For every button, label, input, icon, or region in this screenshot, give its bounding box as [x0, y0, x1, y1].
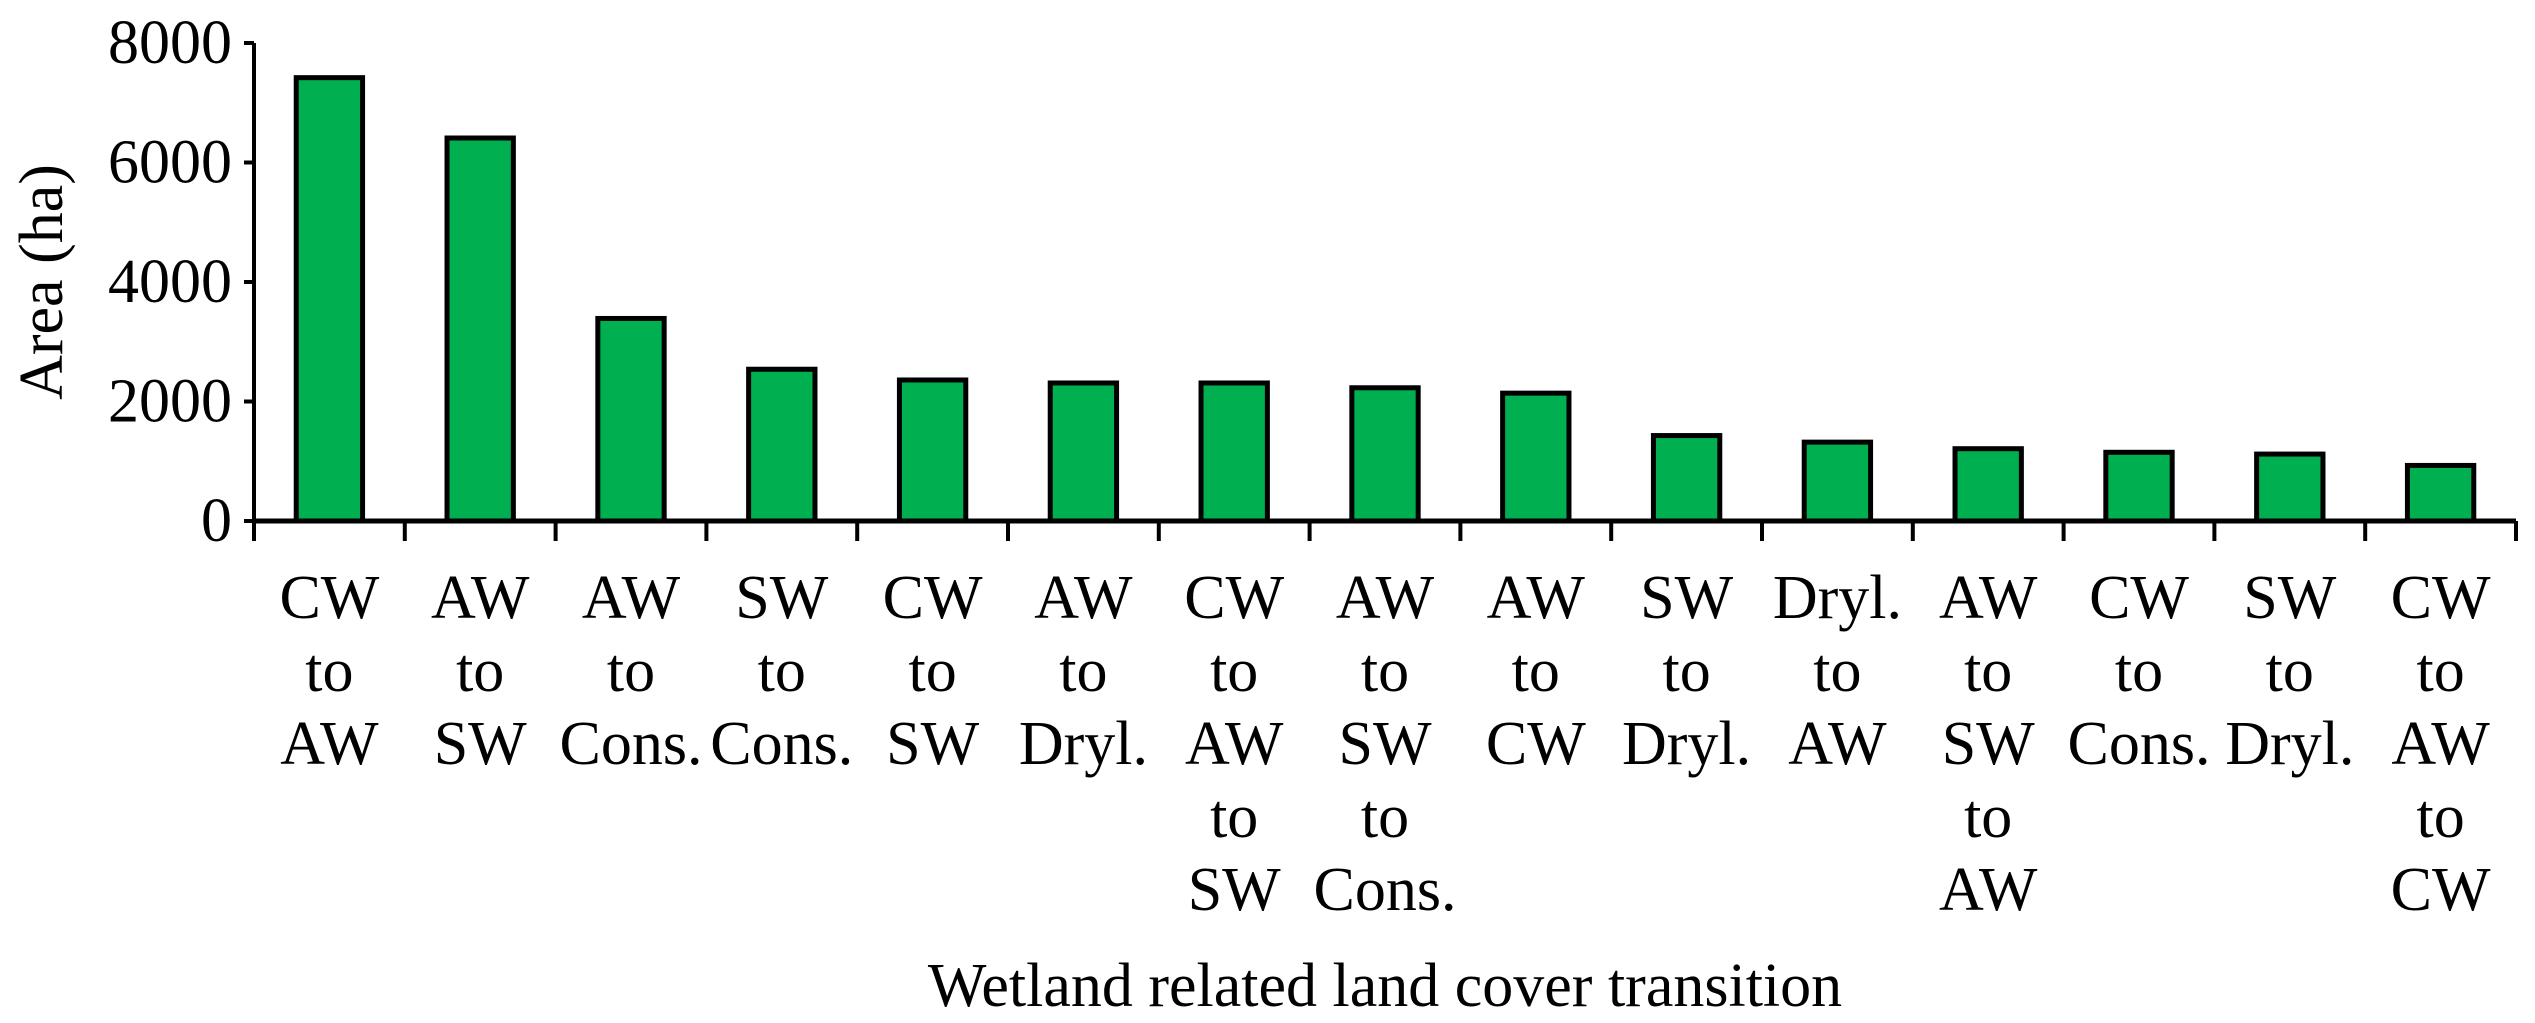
x-tick-label-line: to — [1210, 783, 1258, 851]
bars-group — [293, 75, 2477, 524]
x-tick-label-line: Cons. — [560, 710, 703, 778]
x-tick-label-line: AW — [1487, 564, 1586, 632]
x-tick-label-line: CW — [1486, 710, 1586, 778]
x-tick-label-line: Dryl. — [1019, 710, 1148, 778]
bar — [2254, 451, 2326, 524]
y-tick-label: 0 — [201, 487, 232, 555]
x-tick-label-line: to — [1361, 637, 1409, 705]
bar — [1198, 380, 1270, 524]
bar — [1650, 433, 1723, 524]
x-tick-label-line: to — [1662, 637, 1710, 705]
bar — [444, 135, 516, 524]
y-tick-label: 6000 — [108, 129, 232, 197]
x-tick-label-line: AW — [1185, 710, 1284, 778]
bar — [2103, 449, 2175, 524]
x-tick-label-line: to — [1512, 637, 1560, 705]
x-tick-label-line: CW — [2089, 564, 2189, 632]
x-tick-label-line: to — [2416, 637, 2464, 705]
x-tick-label-line: Dryl. — [1622, 710, 1751, 778]
x-tick-label-line: to — [908, 637, 956, 705]
x-tick-label-line: SW — [1942, 710, 2035, 778]
axes-group — [244, 41, 2518, 541]
x-tick-label-line: to — [607, 637, 655, 705]
x-tick-label-line: AW — [2391, 710, 2490, 778]
x-tick-label-line: CW — [1184, 564, 1284, 632]
x-axis-title: Wetland related land cover transition — [928, 952, 1842, 1020]
x-tick-label-line: AW — [1788, 710, 1887, 778]
x-tick-label-line: CW — [2391, 564, 2491, 632]
bar — [1047, 380, 1120, 524]
bar — [896, 377, 969, 524]
x-tick-label-line: AW — [1336, 564, 1435, 632]
y-tick-label: 2000 — [108, 368, 232, 436]
bar — [1500, 390, 1572, 524]
x-tick-label-line: to — [456, 637, 504, 705]
x-tick-label-line: to — [758, 637, 806, 705]
x-tick-label-line: SW — [434, 710, 527, 778]
x-tick-label-line: Cons. — [1314, 856, 1457, 924]
bar — [1349, 385, 1421, 524]
x-tick-label-line: AW — [1939, 856, 2038, 924]
x-tick-label-line: AW — [1034, 564, 1133, 632]
x-tick-label-line: Cons. — [2068, 710, 2211, 778]
x-tick-label-line: CW — [2391, 856, 2491, 924]
x-tick-label-line: SW — [886, 710, 979, 778]
y-tick-label: 8000 — [108, 9, 232, 77]
bar — [746, 366, 818, 524]
x-tick-label-line: to — [1361, 783, 1409, 851]
x-tick-label-line: to — [1964, 783, 2012, 851]
bar — [293, 75, 366, 524]
y-tick-label: 4000 — [108, 248, 232, 316]
x-tick-label-line: SW — [1339, 710, 1432, 778]
x-tick-label-line: Dryl. — [2225, 710, 2354, 778]
x-tick-label-line: SW — [1188, 856, 1281, 924]
x-tick-label-line: Dryl. — [1773, 564, 1902, 632]
x-tick-label-line: AW — [280, 710, 379, 778]
x-tick-label-line: Cons. — [710, 710, 853, 778]
x-tick-label-line: AW — [431, 564, 530, 632]
x-tick-label-line: AW — [1939, 564, 2038, 632]
x-tick-label-line: to — [1059, 637, 1107, 705]
x-tick-label-line: to — [2115, 637, 2163, 705]
x-tick-label-line: SW — [735, 564, 828, 632]
x-tick-label-line: to — [1964, 637, 2012, 705]
y-axis-title: Area (ha) — [8, 164, 76, 400]
x-tick-label-line: SW — [1640, 564, 1733, 632]
bar — [1952, 446, 2024, 524]
x-tick-label-line: CW — [883, 564, 983, 632]
bar — [1801, 439, 1874, 524]
x-tick-label-line: to — [1210, 637, 1258, 705]
x-tick-label-line: to — [2266, 637, 2314, 705]
x-tick-label-line: CW — [279, 564, 379, 632]
x-tick-label-line: to — [2416, 783, 2464, 851]
x-tick-label-line: SW — [2243, 564, 2336, 632]
bar — [2404, 462, 2477, 524]
x-tick-label-line: AW — [582, 564, 681, 632]
bar — [595, 315, 667, 524]
x-tick-label-line: to — [1813, 637, 1861, 705]
x-tick-label-line: to — [305, 637, 353, 705]
